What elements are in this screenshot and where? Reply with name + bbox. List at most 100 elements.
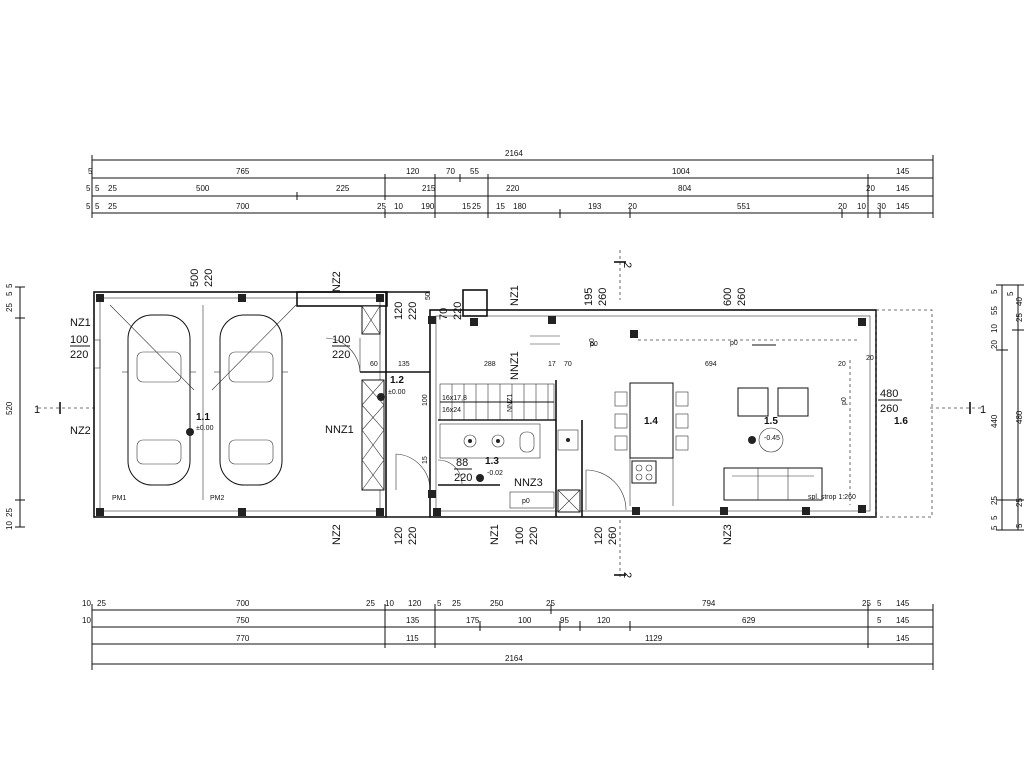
dim-total-bottom: 2164 [505, 654, 523, 663]
dim-bot1-a: 10 [82, 599, 91, 608]
dim-top3-o: 20 [838, 202, 847, 211]
building-walls [93, 289, 877, 518]
dim-right-a1: 5 [990, 289, 999, 294]
bottom-openings: NZ2 120 220 NZ1 100 220 120 260 NZ3 [331, 524, 734, 545]
stair-spec-1: 16x17,8 [442, 395, 467, 402]
living-area: 1.4 1.5 -0.45 spl. strop 1:260 p0 694 20 [589, 338, 874, 506]
garage-door-height: 220 [203, 269, 215, 287]
window-left-width: 100 [70, 334, 88, 346]
window-nz3-bottom: NZ3 [722, 524, 734, 545]
level-marker-icon [377, 393, 385, 401]
dim-bot3-b: 115 [406, 634, 419, 643]
dim-20-b: 20 [866, 355, 874, 362]
dim-top3-q: 30 [877, 202, 886, 211]
dim-left-b: 5 [5, 283, 14, 288]
opening-b120b-h: 260 [607, 527, 619, 545]
dim-left-a: 5 [5, 291, 14, 296]
wardrobe [361, 379, 385, 491]
dim-top3-k: 180 [513, 202, 527, 211]
door-88-width: 88 [456, 457, 468, 469]
dim-bot2-i: 5 [877, 616, 882, 625]
dim-right-a6: 25 [990, 496, 999, 505]
dim-288: 288 [484, 361, 496, 368]
staircase: 16x17,8 16x24 NNZ1 NNZ1 288 17 70 p0 [439, 335, 598, 421]
dim-left-d: 520 [5, 401, 14, 415]
dim-top3-f: 10 [394, 202, 403, 211]
dim-bot3-d: 145 [896, 634, 910, 643]
dim-top2-a: 5 [86, 184, 91, 193]
dim-20-a: 20 [838, 361, 846, 368]
window-top-120-w: 120 [393, 302, 405, 320]
room-1-3-level: -0.02 [487, 470, 503, 477]
dim-bot3-c: 1129 [645, 634, 663, 643]
dim-694: 694 [705, 361, 717, 368]
dim-bot1-k: 794 [702, 599, 716, 608]
dim-right-b1: 5 [1006, 291, 1015, 296]
section-markers: 1 1 2 2 [34, 250, 986, 578]
dim-top1-a: 5 [88, 167, 93, 176]
dim-60: 60 [370, 361, 378, 368]
left-openings: NZ1 100 220 NZ2 [70, 317, 101, 437]
dim-top1-b: 765 [236, 167, 250, 176]
garage: 1.1 ±0.00 PM1 PM2 500 220 [109, 269, 297, 502]
level-marker-icon [186, 428, 194, 436]
dim-bot3-a: 770 [236, 634, 250, 643]
dim-top3-h: 15 [462, 202, 471, 211]
window-nz1-bottom: NZ1 [489, 524, 501, 545]
parking-pm2: PM2 [210, 495, 225, 502]
dim-bot2-b: 750 [236, 616, 250, 625]
sink-icon [463, 434, 477, 448]
level-marker-icon [476, 474, 484, 482]
door-100-width: 100 [332, 334, 350, 346]
dim-right-b3: 40 [1015, 297, 1024, 306]
dim-right-a2: 55 [990, 306, 999, 315]
window-195-h: 260 [597, 288, 609, 306]
room-1-5-level: -0.45 [764, 435, 780, 442]
window-195-w: 195 [583, 288, 595, 306]
stair-spec-2: 16x24 [442, 407, 461, 414]
dim-top3-j: 15 [496, 202, 505, 211]
dim-bot2-f: 95 [560, 616, 569, 625]
dim-top1-c: 120 [406, 167, 420, 176]
opening-b120a-w: 120 [393, 527, 405, 545]
dim-bot2-a: 10 [82, 616, 91, 625]
window-top-50: 50 [425, 292, 432, 300]
sink-icon [491, 434, 505, 448]
dim-top2-c: 25 [108, 184, 117, 193]
dim-100: 100 [422, 394, 429, 406]
dim-right-a7: 5 [990, 515, 999, 520]
top-openings: NZ1 195 260 600 260 [509, 285, 748, 306]
section-2-bottom: 2 [621, 572, 633, 578]
ceiling-note: spl. strop 1:260 [808, 494, 856, 501]
dim-top3-d: 700 [236, 202, 250, 211]
door-nz2-bottom: NZ2 [331, 524, 343, 545]
dim-top2-e: 225 [336, 184, 350, 193]
dim-right-b5: 25 [1015, 498, 1024, 507]
parking-pm1: PM1 [112, 495, 127, 502]
dim-top2-d: 500 [196, 184, 210, 193]
coffee-table [758, 427, 784, 453]
terrace: 1.6 480 260 [875, 309, 933, 518]
dim-bot1-l: 25 [862, 599, 871, 608]
window-nz2-left: NZ2 [70, 425, 91, 437]
dim-top2-f: 215 [422, 184, 436, 193]
p0-b: p0 [522, 498, 530, 505]
dim-right-a8: 5 [990, 525, 999, 530]
opening-nnz1-mid: NNZ1 [325, 424, 354, 436]
bottom-dimension-chains: 10 25 700 25 10 120 5 25 250 25 794 25 5… [82, 599, 934, 670]
dim-top3-r: 145 [896, 202, 910, 211]
dim-bot2-c: 135 [406, 616, 420, 625]
opening-b100-h: 220 [528, 527, 540, 545]
dim-right-b6: 5 [1015, 523, 1024, 528]
dim-right-a4: 20 [990, 340, 999, 349]
dim-top1-g: 145 [896, 167, 910, 176]
window-nz1-left: NZ1 [70, 317, 91, 329]
window-right-height: 260 [880, 403, 898, 415]
dim-right-b2: 25 [1015, 313, 1024, 322]
dim-top3-n: 551 [737, 202, 751, 211]
hall: NZ2 100 220 NNZ1 1.2 ±0.00 60 135 100 15… [325, 271, 464, 491]
dim-top2-j: 145 [896, 184, 910, 193]
dim-bot1-c: 700 [236, 599, 250, 608]
dim-right-a5: 440 [990, 414, 999, 428]
door-88-height: 220 [454, 472, 472, 484]
